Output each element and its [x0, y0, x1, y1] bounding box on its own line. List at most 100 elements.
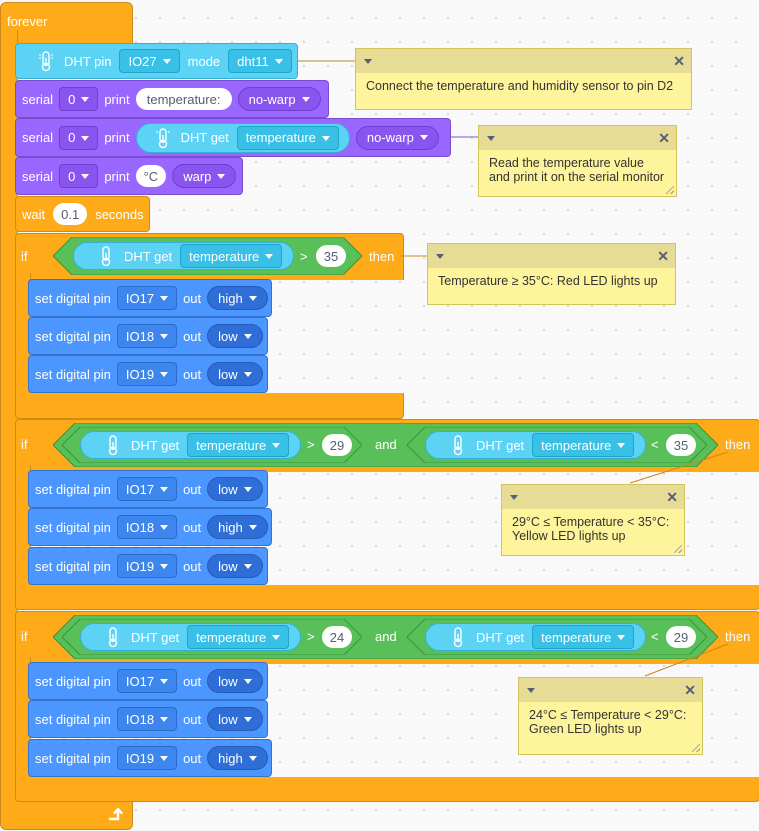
- comment-text[interactable]: 29°C ≤ Temperature < 35°C: Yellow LED li…: [512, 515, 670, 543]
- pin-dropdown[interactable]: IO19: [116, 746, 178, 770]
- resize-handle-icon[interactable]: [692, 744, 700, 752]
- close-icon[interactable]: ✕: [673, 52, 685, 69]
- serial-port-dropdown[interactable]: 0: [59, 87, 99, 111]
- dht-get-reporter[interactable]: DHT get temperature: [80, 431, 301, 459]
- pin-dropdown[interactable]: IO18: [116, 515, 178, 539]
- comment-text[interactable]: Temperature ≥ 35°C: Red LED lights up: [438, 274, 658, 288]
- close-icon[interactable]: ✕: [684, 681, 696, 698]
- set-digital-pin-block[interactable]: set digital pin IO17 out low: [28, 662, 268, 700]
- compare-value-input[interactable]: 35: [316, 245, 346, 267]
- level-dropdown[interactable]: low: [207, 707, 263, 731]
- close-icon[interactable]: ✕: [666, 488, 678, 505]
- out-label: out: [183, 558, 202, 574]
- serial-print-block-3[interactable]: serial 0 print °C warp: [15, 157, 243, 195]
- pin-dropdown[interactable]: IO17: [116, 477, 178, 501]
- pin-dropdown[interactable]: IO19: [116, 554, 178, 578]
- pin-dropdown[interactable]: IO17: [116, 669, 178, 693]
- warp-dropdown[interactable]: warp: [172, 164, 237, 188]
- wait-block[interactable]: wait 0.1 seconds: [15, 196, 150, 232]
- pin-dropdown[interactable]: IO17: [116, 286, 178, 310]
- comment-note-2[interactable]: ✕ Read the temperature value and print i…: [478, 125, 677, 197]
- set-digital-pin-block[interactable]: set digital pin IO17 out low: [28, 470, 268, 508]
- thermometer-icon: [36, 50, 56, 72]
- set-digital-pin-label: set digital pin: [35, 519, 111, 535]
- print-text-input[interactable]: °C: [135, 165, 167, 187]
- level-dropdown[interactable]: low: [207, 477, 263, 501]
- triangle-down-icon[interactable]: [527, 687, 535, 693]
- resize-handle-icon[interactable]: [666, 186, 674, 194]
- warp-dropdown[interactable]: no-warp: [355, 125, 439, 150]
- forever-label: forever: [7, 14, 48, 29]
- dht-value-dropdown[interactable]: temperature: [236, 125, 339, 150]
- serial-print-block-1[interactable]: serial 0 print temperature: no-warp: [15, 80, 329, 118]
- compare-value-input[interactable]: 35: [666, 434, 696, 456]
- dht-pin-label: DHT pin: [64, 53, 112, 69]
- triangle-down-icon[interactable]: [510, 494, 518, 500]
- level-dropdown[interactable]: high: [207, 286, 268, 310]
- set-digital-pin-block[interactable]: set digital pin IO18 out low: [28, 700, 268, 738]
- dht-get-reporter[interactable]: DHT get temperature: [425, 623, 646, 651]
- level-dropdown[interactable]: low: [207, 554, 263, 578]
- compare-value-input[interactable]: 29: [666, 626, 696, 648]
- dht-value-dropdown[interactable]: temperature: [532, 433, 635, 457]
- set-digital-pin-block[interactable]: set digital pin IO19 out low: [28, 355, 268, 393]
- pin-dropdown[interactable]: IO18: [116, 324, 178, 348]
- level-dropdown[interactable]: high: [207, 515, 268, 539]
- dht-mode-dropdown[interactable]: dht11: [228, 49, 292, 73]
- dht-get-reporter[interactable]: DHT get temperature: [135, 122, 350, 153]
- dht-get-reporter[interactable]: DHT get temperature: [80, 623, 301, 651]
- dht-get-label: DHT get: [476, 437, 525, 453]
- level-dropdown[interactable]: low: [207, 362, 263, 386]
- set-digital-pin-block[interactable]: set digital pin IO19 out low: [28, 547, 268, 585]
- then-label: then: [369, 249, 395, 264]
- set-digital-pin-label: set digital pin: [35, 558, 111, 574]
- warp-dropdown[interactable]: no-warp: [237, 87, 321, 111]
- print-label: print: [104, 168, 130, 184]
- triangle-down-icon[interactable]: [436, 253, 444, 259]
- dht-pin-dropdown[interactable]: IO27: [119, 49, 180, 73]
- comment-text[interactable]: Read the temperature value and print it …: [489, 156, 665, 184]
- comment-text[interactable]: 24°C ≤ Temperature < 29°C: Green LED lig…: [529, 708, 687, 736]
- dht-value-dropdown[interactable]: temperature: [532, 625, 635, 649]
- thermometer-icon: [448, 626, 468, 648]
- pin-dropdown[interactable]: IO18: [116, 707, 178, 731]
- set-digital-pin-block[interactable]: set digital pin IO18 out high: [28, 508, 272, 546]
- pin-dropdown[interactable]: IO19: [116, 362, 178, 386]
- dht-init-block[interactable]: DHT pin IO27 mode dht11: [15, 43, 298, 79]
- compare-value-input[interactable]: 29: [322, 434, 352, 456]
- dht-get-reporter[interactable]: DHT get temperature: [425, 431, 646, 459]
- operator-symbol: >: [300, 249, 308, 264]
- close-icon[interactable]: ✕: [657, 247, 669, 264]
- comment-text[interactable]: Connect the temperature and humidity sen…: [366, 79, 674, 93]
- triangle-down-icon[interactable]: [364, 58, 372, 64]
- set-digital-pin-block[interactable]: set digital pin IO17 out high: [28, 279, 272, 317]
- comment-note-4[interactable]: ✕ 29°C ≤ Temperature < 35°C: Yellow LED …: [501, 484, 685, 556]
- dht-value-dropdown[interactable]: temperature: [187, 433, 290, 457]
- set-digital-pin-label: set digital pin: [35, 673, 111, 689]
- serial-port-dropdown[interactable]: 0: [59, 164, 99, 188]
- set-digital-pin-label: set digital pin: [35, 366, 111, 382]
- dht-value-dropdown[interactable]: temperature: [187, 625, 290, 649]
- forever-block[interactable]: forever: [0, 0, 133, 831]
- dht-value-dropdown[interactable]: temperature: [180, 244, 283, 268]
- serial-port-dropdown[interactable]: 0: [59, 125, 99, 150]
- level-dropdown[interactable]: high: [207, 746, 268, 770]
- triangle-down-icon[interactable]: [487, 135, 495, 141]
- wait-seconds-input[interactable]: 0.1: [53, 203, 88, 225]
- set-digital-pin-label: set digital pin: [35, 481, 111, 497]
- dht-get-reporter[interactable]: DHT get temperature: [73, 242, 294, 270]
- set-digital-pin-block[interactable]: set digital pin IO18 out low: [28, 317, 268, 355]
- comment-note-1[interactable]: ✕ Connect the temperature and humidity s…: [355, 48, 692, 110]
- print-text-input[interactable]: temperature:: [135, 88, 232, 110]
- comment-note-3[interactable]: ✕ Temperature ≥ 35°C: Red LED lights up: [427, 243, 676, 305]
- comment-note-5[interactable]: ✕ 24°C ≤ Temperature < 29°C: Green LED l…: [518, 677, 703, 755]
- resize-handle-icon[interactable]: [674, 545, 682, 553]
- close-icon[interactable]: ✕: [658, 129, 670, 146]
- level-dropdown[interactable]: low: [207, 324, 263, 348]
- set-digital-pin-label: set digital pin: [35, 711, 111, 727]
- set-digital-pin-block[interactable]: set digital pin IO19 out high: [28, 739, 272, 777]
- level-dropdown[interactable]: low: [207, 669, 263, 693]
- serial-print-block-2[interactable]: serial 0 print DHT get temperature no-wa…: [15, 118, 451, 157]
- compare-value-input[interactable]: 24: [322, 626, 352, 648]
- dht-get-label: DHT get: [476, 629, 525, 645]
